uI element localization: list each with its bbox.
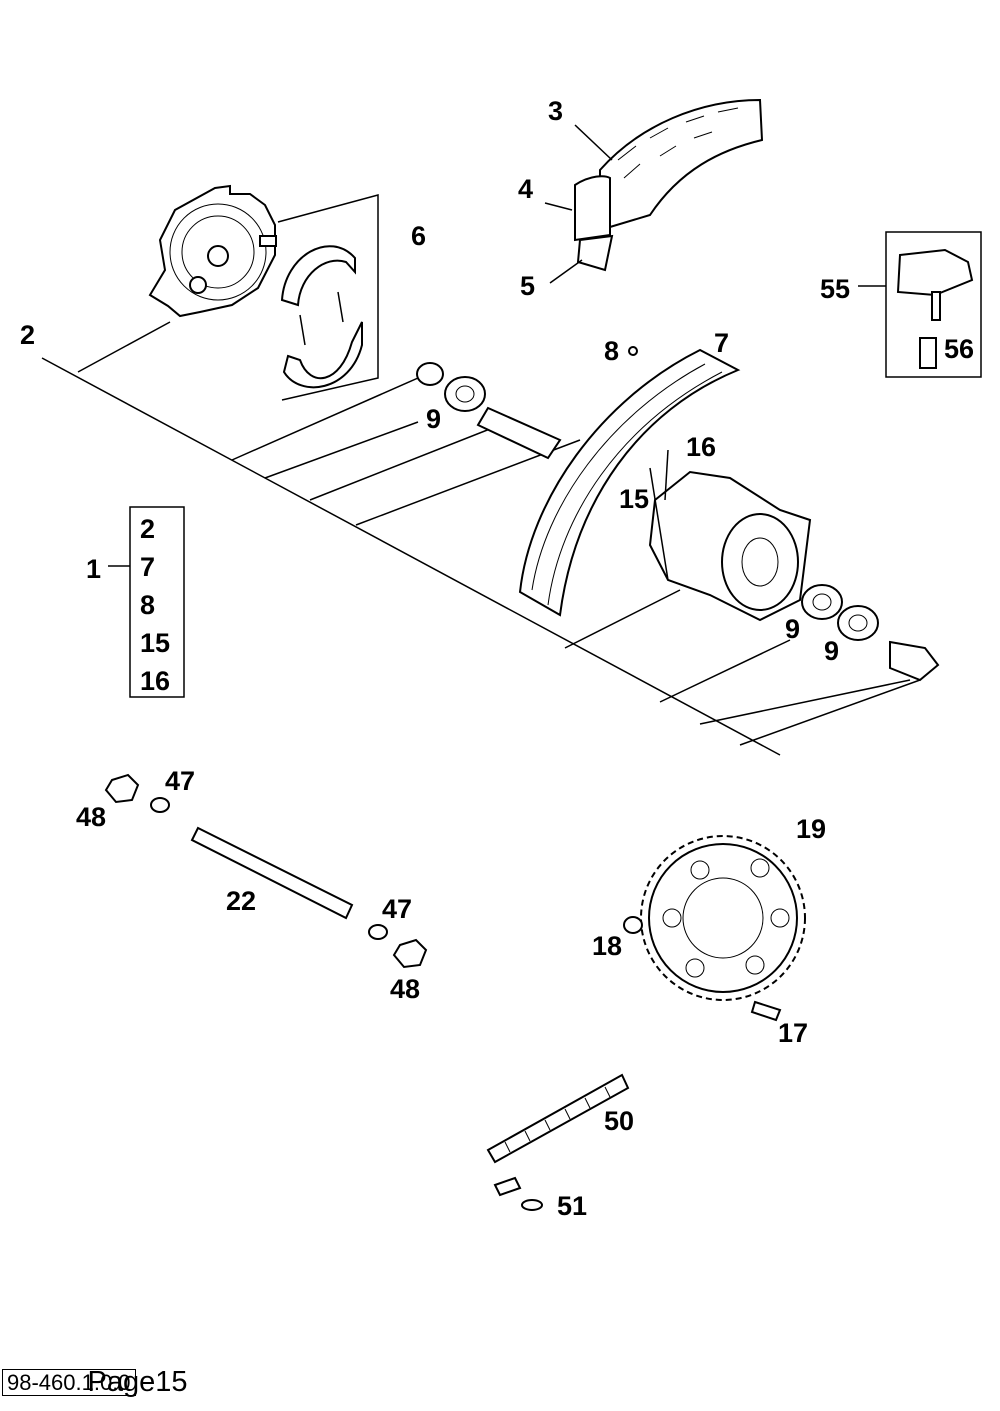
brake-shoes [277, 194, 379, 401]
callout-6: 6 [411, 221, 426, 251]
callout-9-b: 9 [785, 614, 800, 644]
callout-8: 8 [604, 336, 619, 366]
callout-18: 18 [592, 931, 622, 961]
callout-50: 50 [604, 1106, 634, 1136]
callout-48-a: 48 [76, 802, 106, 832]
kit-item-2: 7 [140, 552, 155, 582]
callout-15: 15 [619, 484, 649, 514]
kit-item-5: 16 [140, 666, 170, 696]
rim [518, 346, 741, 617]
axle-assembly [104, 773, 428, 969]
callout-1: 1 [86, 554, 101, 584]
hub-small-parts [416, 362, 940, 682]
callout-55: 55 [820, 274, 850, 304]
sprocket [623, 835, 806, 1022]
footer-part-code: 98-460.1.0.0 [2, 1368, 136, 1396]
hub [648, 449, 812, 622]
footer: 98-460.1.0.0Page15 [2, 1366, 188, 1399]
valve-box [858, 231, 982, 378]
tyre-assembly [544, 98, 764, 284]
kit-item-1: 2 [140, 514, 155, 544]
callout-56: 56 [944, 334, 974, 364]
assembly-lines [41, 321, 921, 756]
callout-3: 3 [548, 96, 563, 126]
chain [486, 1073, 630, 1211]
callout-labels: 2 3 4 5 6 7 8 9 9 9 16 15 1 2 7 8 15 16 … [20, 96, 974, 1221]
callout-17: 17 [778, 1018, 808, 1048]
callout-9-c: 9 [824, 636, 839, 666]
callout-5: 5 [520, 271, 535, 301]
callout-22: 22 [226, 886, 256, 916]
footer-page-number: Page15 [87, 1366, 188, 1399]
callout-47-a: 47 [165, 766, 195, 796]
callout-19: 19 [796, 814, 826, 844]
callout-9-a: 9 [426, 404, 441, 434]
callout-4: 4 [518, 174, 533, 204]
brake-plate [148, 184, 277, 318]
callout-48-b: 48 [390, 974, 420, 1004]
callout-51: 51 [557, 1191, 587, 1221]
callout-16: 16 [686, 432, 716, 462]
kit-item-4: 15 [140, 628, 170, 658]
callout-47-b: 47 [382, 894, 412, 924]
kit-box [108, 506, 185, 698]
kit-item-3: 8 [140, 590, 155, 620]
callout-7: 7 [714, 328, 729, 358]
callout-2: 2 [20, 320, 35, 350]
